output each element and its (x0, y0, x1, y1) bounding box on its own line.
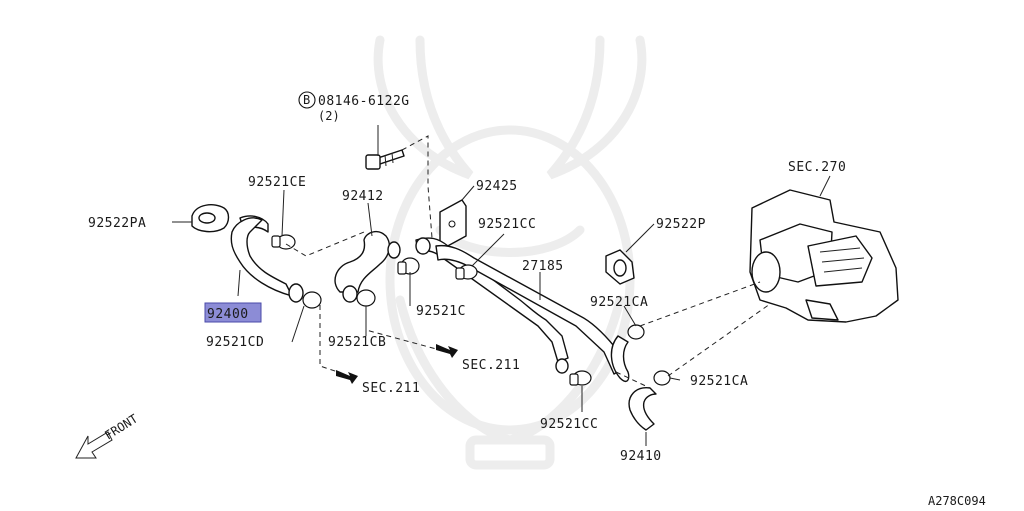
clamp-92521CC-top[interactable] (455, 264, 478, 280)
highlight-92400 (204, 302, 262, 323)
bolt-qty: (2) (318, 109, 340, 123)
elbow-hose[interactable] (610, 335, 630, 382)
clamp-92521CA-upper[interactable] (627, 324, 645, 340)
clamp-92521CB[interactable] (356, 289, 376, 307)
label-92521CB: 92521CB (328, 335, 386, 350)
label-sec211-b: SEC.211 (362, 381, 420, 396)
hose-92412[interactable] (334, 230, 401, 303)
label-front: FRONT (102, 412, 140, 443)
label-92522P: 92522P (656, 217, 706, 232)
clip-92522P[interactable] (605, 249, 635, 285)
bolt-code: 08146-6122G (318, 94, 410, 109)
throttle-body-sec270 (749, 189, 899, 323)
leader-lines (172, 175, 831, 446)
clamp-92521CD[interactable] (302, 291, 322, 309)
label-92521CD: 92521CD (206, 335, 264, 350)
label-92410: 92410 (620, 449, 662, 464)
hose-92410[interactable] (628, 387, 657, 431)
label-92521CA-bottom: 92521CA (690, 374, 748, 389)
label-92521C: 92521C (416, 304, 466, 319)
clamp-92521C[interactable] (397, 257, 420, 275)
clip-92522PA[interactable] (191, 204, 230, 233)
bolt-callout: B 08146-6122G (2) (298, 91, 410, 156)
clamp-92521CA-lower[interactable] (653, 370, 671, 386)
bolt-08146-6122G[interactable] (365, 149, 405, 170)
label-92521CC-bottom: 92521CC (540, 417, 598, 432)
label-92412: 92412 (342, 189, 384, 204)
assembly-dash-lines (285, 135, 771, 389)
label-92400[interactable]: 92400 (207, 307, 249, 322)
label-27185: 27185 (522, 259, 564, 274)
front-arrow-icon (75, 431, 113, 459)
arrow-sec211-b (336, 370, 358, 384)
pipe-27185[interactable] (415, 237, 625, 375)
hose-92400[interactable] (230, 215, 304, 303)
arrow-sec211-a (436, 344, 458, 358)
label-diagram-id: A278C094 (928, 494, 986, 508)
clamp-92521CC-bottom[interactable] (569, 370, 592, 386)
bolt-symbol: B (303, 93, 310, 107)
label-sec211-a: SEC.211 (462, 358, 520, 373)
label-92522PA: 92522PA (88, 216, 146, 231)
label-92521CE: 92521CE (248, 175, 306, 190)
label-92425: 92425 (476, 179, 518, 194)
label-92521CC-top: 92521CC (478, 217, 536, 232)
label-sec270: SEC.270 (788, 160, 846, 175)
label-92521CA-top: 92521CA (590, 295, 648, 310)
clamp-92521CE[interactable] (271, 234, 296, 250)
